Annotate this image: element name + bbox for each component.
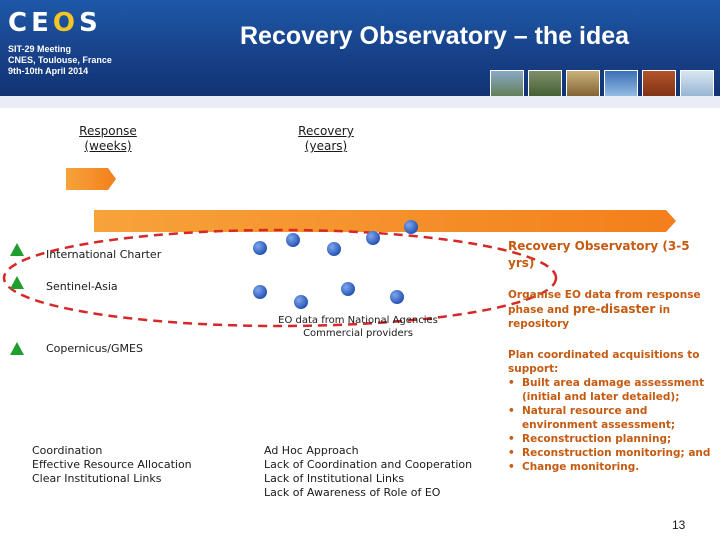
triangle-marker-icon bbox=[10, 276, 24, 289]
logo-tail: S bbox=[78, 8, 102, 38]
logo-text: CE bbox=[8, 8, 53, 38]
charter-label: International Charter bbox=[46, 248, 162, 261]
response-line: Response bbox=[79, 124, 137, 138]
recovery-note: Ad Hoc Approach bbox=[264, 444, 359, 457]
eo-data-label: EO data from National Agencies Commercia… bbox=[252, 314, 464, 340]
ro-bullet: Reconstruction monitoring; and bbox=[508, 446, 716, 460]
photo-thumbnail bbox=[604, 70, 638, 100]
ro-bullet: Natural resource and environment assessm… bbox=[508, 404, 716, 432]
meeting-line: 9th-10th April 2014 bbox=[8, 66, 89, 76]
ceos-logo: CEOS bbox=[8, 8, 102, 38]
meeting-info: SIT-29 Meeting CNES, Toulouse, France 9t… bbox=[8, 44, 112, 77]
eo-label-line: EO data from National Agencies bbox=[278, 315, 438, 326]
slide-header: CEOS SIT-29 Meeting CNES, Toulouse, Fran… bbox=[0, 0, 720, 108]
recovery-arrow bbox=[94, 210, 676, 232]
recovery-notes: Ad Hoc Approach Lack of Coordination and… bbox=[264, 444, 472, 500]
ro-paragraph-2: Plan coordinated acquisitions to support… bbox=[508, 348, 716, 474]
page-number: 13 bbox=[672, 518, 686, 532]
response-line: (weeks) bbox=[84, 139, 132, 153]
ro-para1-emphasis: pre-disaster bbox=[572, 302, 656, 316]
response-note: Coordination bbox=[32, 444, 103, 457]
photo-thumbnail bbox=[528, 70, 562, 100]
ro-bullet: Reconstruction planning; bbox=[508, 432, 716, 446]
sentinel-asia-label: Sentinel-Asia bbox=[46, 280, 118, 293]
ro-bullet-list: Built area damage assessment (initial an… bbox=[508, 376, 716, 474]
photo-thumbnail bbox=[680, 70, 714, 100]
response-note: Clear Institutional Links bbox=[32, 472, 162, 485]
recovery-note: Lack of Awareness of Role of EO bbox=[264, 486, 441, 499]
recovery-label: Recovery (years) bbox=[280, 124, 372, 154]
copernicus-label: Copernicus/GMES bbox=[46, 342, 143, 355]
recovery-note: Lack of Institutional Links bbox=[264, 472, 405, 485]
triangle-marker-icon bbox=[10, 342, 24, 355]
recovery-line: Recovery bbox=[298, 124, 354, 138]
ro-bullet: Built area damage assessment (initial an… bbox=[508, 376, 716, 404]
photo-thumbnail bbox=[490, 70, 524, 100]
recovery-note: Lack of Coordination and Cooperation bbox=[264, 458, 473, 471]
ro-para1-text: Organise EO data from response phase and bbox=[508, 289, 701, 316]
ro-paragraph-1: Organise EO data from response phase and… bbox=[508, 288, 713, 331]
eo-label-line: Commercial providers bbox=[303, 328, 413, 339]
logo-ring: O bbox=[52, 8, 79, 38]
meeting-line: SIT-29 Meeting bbox=[8, 44, 72, 54]
response-notes: Coordination Effective Resource Allocati… bbox=[32, 444, 192, 486]
response-label: Response (weeks) bbox=[62, 124, 154, 154]
response-note: Effective Resource Allocation bbox=[32, 458, 192, 471]
meeting-line: CNES, Toulouse, France bbox=[8, 55, 112, 65]
slide-title: Recovery Observatory – the idea bbox=[240, 22, 630, 50]
ro-para2-intro: Plan coordinated acquisitions to support… bbox=[508, 349, 700, 375]
recovery-line: (years) bbox=[304, 139, 348, 153]
response-arrow bbox=[66, 168, 116, 190]
header-band bbox=[0, 96, 720, 108]
ro-bullet: Change monitoring. bbox=[508, 460, 716, 474]
ro-title: Recovery Observatory (3-5 yrs) bbox=[508, 239, 690, 270]
recovery-dashed-ellipse bbox=[2, 228, 558, 328]
ro-para1-text: in repository bbox=[508, 304, 671, 330]
triangle-marker-icon bbox=[10, 243, 24, 256]
